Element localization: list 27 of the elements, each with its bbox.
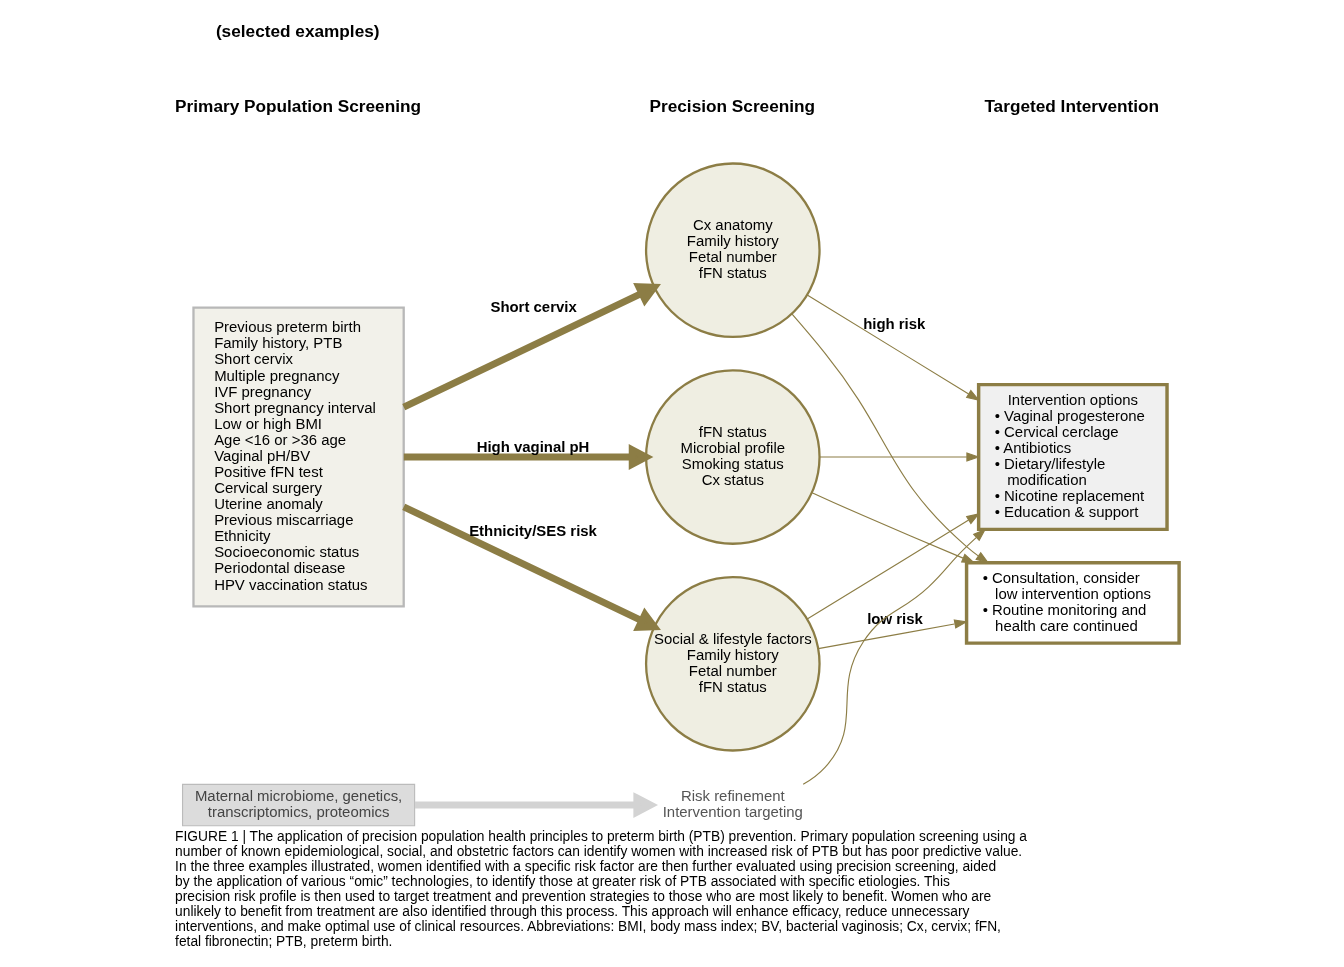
arrow (790, 312, 989, 564)
arrow (403, 443, 653, 470)
arrow (414, 791, 658, 818)
label: Targeted Intervention (983, 95, 1159, 116)
arrow (806, 512, 980, 619)
node-text: Risk refinement Intervention targeting (662, 786, 803, 820)
label: (selected examples) (215, 20, 380, 41)
arrow (810, 491, 975, 563)
node-box: Intervention options • Vaginal progesterone • Cervical cerclage • Antibiotics • Dietary/lifestyle modification • Nicotine replacement • Education & support (976, 382, 1169, 531)
arrow (401, 282, 661, 410)
node-circle: fFN status Microbial profile Smoking status Cx status (644, 368, 821, 545)
edge-label: High vaginal pH (476, 437, 589, 455)
node-circle: Cx anatomy Family history Fetal number fFN status (644, 161, 821, 338)
arrow (818, 451, 980, 462)
node-box: Previous preterm birth Family history, PTB Short cervix Multiple pregnancy IVF pregnancy Short pregnancy interval Low or high BMI Age <16 or >36 age Vaginal pH/BV Positive fFN test Cervical surgery Uterine anomaly Previous miscarriage Ethnicity Socioeconomic status Periodontal disease HPV vaccination status (191, 306, 405, 607)
edge-label: Short cervix (489, 297, 577, 315)
node-circle: Social & lifestyle factors Family history Fetal number fFN status (644, 575, 821, 752)
caption: FIGURE 1 | The application of precision population health principles to preterm birth (PTB) prevention. Primary population screening using a number of known epidemiological, social, and obstetric factors can identify women with increased risk of PTB but has poor predictive value. In the three examples illustrated, women identified with a specific risk factor are then further evaluated using precision screening, aided by the application of various “omic” technologies, to identify those at greater risk of PTB associated with specific etiologies. This precision risk profile is then used to target treatment and prevention strategies to those who are most likely to benefit. Women who are unlikely to benefit from treatment are also identified through this process. This approach will enhance efficacy, reduce unnecessary interventions, and make optimal use of clinical resources. Abbreviations: BMI, body mass index; BV, bacterial vaginosis; Cx, cervix; fFN, fetal fibronectin; PTB, preterm birth. (174, 828, 1027, 949)
node-box: Maternal microbiome, genetics, transcriptomics, proteomics (181, 783, 415, 826)
node-box: • Consultation, consider low intervention options • Routine monitoring and health care continued (964, 560, 1181, 645)
edge-label: Ethnicity/SES risk (468, 521, 597, 539)
arrow (817, 618, 968, 649)
edge-label: high risk (862, 314, 925, 332)
label: Primary Population Screening (174, 95, 421, 116)
arrow (401, 503, 661, 631)
arrow (806, 294, 980, 401)
label: Precision Screening (649, 95, 815, 116)
